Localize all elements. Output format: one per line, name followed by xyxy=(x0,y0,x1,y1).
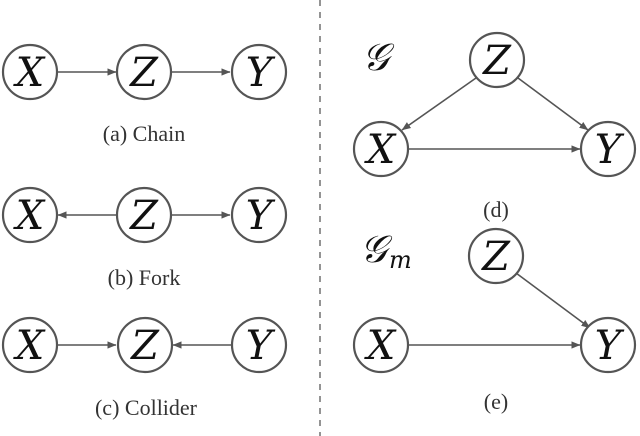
collider-node-x: X xyxy=(1,316,59,374)
fork-node-z: Z xyxy=(115,186,173,244)
e-node-z: Z xyxy=(467,227,525,285)
graph-gm-subscript: m xyxy=(389,246,412,274)
d-node-y-label: Y xyxy=(595,127,625,173)
fork-node-y: Y xyxy=(230,186,288,244)
graph-e: 𝒢 m Z X Y (e) xyxy=(352,227,637,414)
chain-node-y-label: Y xyxy=(246,50,276,96)
d-edge-z-y xyxy=(517,77,589,131)
fork-node-x-label: X xyxy=(13,193,46,239)
collider-node-y: Y xyxy=(230,316,288,374)
d-node-x: X xyxy=(352,120,410,178)
d-node-z: Z xyxy=(468,31,526,89)
fork-node-y-label: Y xyxy=(246,193,276,239)
collider-graph: X Z Y (c) Collider xyxy=(1,316,288,420)
chain-node-x: X xyxy=(1,43,59,101)
e-edge-z-y xyxy=(515,272,591,329)
d-caption: (d) xyxy=(483,197,509,222)
e-node-x-label: X xyxy=(364,323,397,369)
e-node-y: Y xyxy=(579,316,637,374)
d-edge-z-x xyxy=(401,77,477,131)
d-node-x-label: X xyxy=(364,127,397,173)
chain-node-x-label: X xyxy=(13,50,46,96)
fork-node-z-label: Z xyxy=(128,193,159,239)
chain-graph: X Z Y (a) Chain xyxy=(1,43,288,146)
chain-node-z-label: Z xyxy=(128,50,159,96)
collider-node-z-label: Z xyxy=(129,323,160,369)
graph-d: 𝒢 Z X Y (d) xyxy=(352,31,637,222)
collider-caption: (c) Collider xyxy=(95,395,198,420)
collider-node-z: Z xyxy=(116,316,174,374)
chain-node-y: Y xyxy=(230,43,288,101)
graph-g-label: 𝒢 xyxy=(362,35,395,79)
collider-node-x-label: X xyxy=(13,323,46,369)
fork-node-x: X xyxy=(1,186,59,244)
d-node-z-label: Z xyxy=(481,38,512,84)
chain-caption: (a) Chain xyxy=(103,121,185,146)
e-node-z-label: Z xyxy=(480,234,511,280)
e-node-y-label: Y xyxy=(595,323,625,369)
e-caption: (e) xyxy=(484,389,508,414)
collider-node-y-label: Y xyxy=(246,323,276,369)
d-node-y: Y xyxy=(579,120,637,178)
fork-caption: (b) Fork xyxy=(108,265,181,290)
e-node-x: X xyxy=(352,316,410,374)
chain-node-z: Z xyxy=(115,43,173,101)
fork-graph: X Z Y (b) Fork xyxy=(1,186,288,290)
